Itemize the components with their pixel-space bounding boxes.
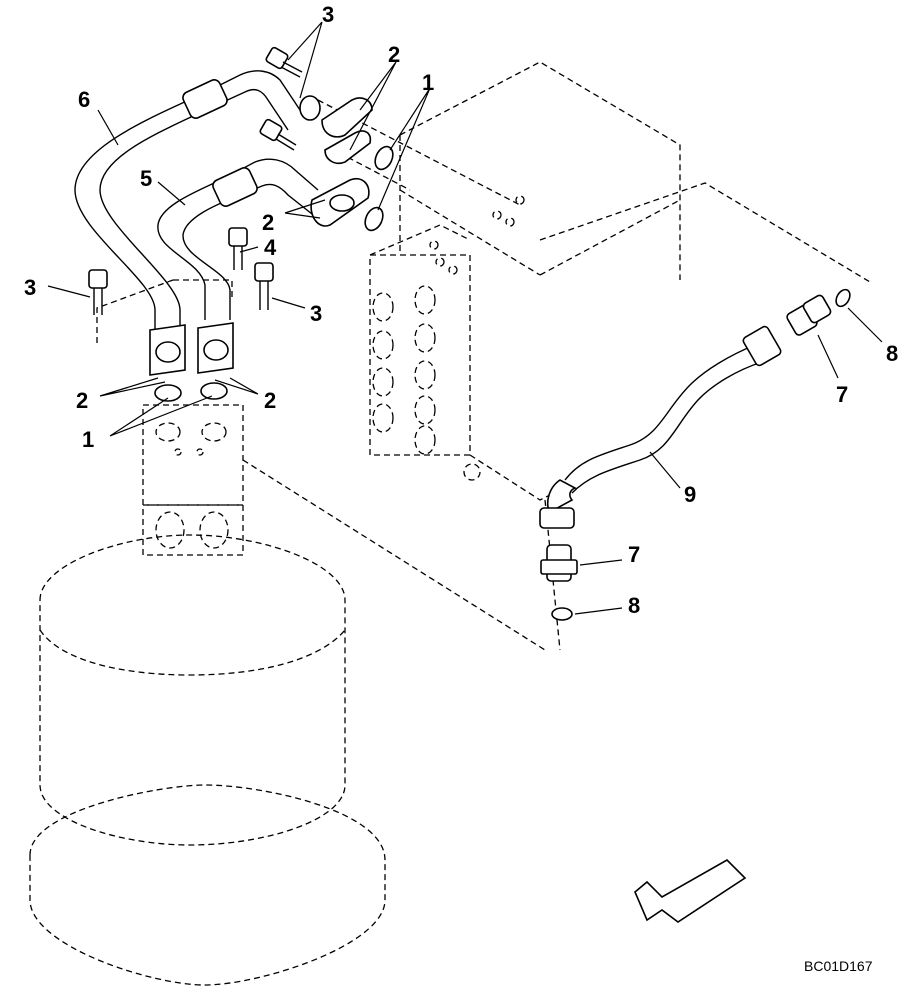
callout-2-left: 2 <box>76 388 88 413</box>
direction-arrow-icon <box>634 859 747 923</box>
hose-9 <box>539 325 782 529</box>
hose-6 <box>74 70 301 330</box>
callout-7-bottom: 7 <box>628 542 640 567</box>
callout-3-top: 3 <box>322 2 334 27</box>
callout-2-mid: 2 <box>262 210 274 235</box>
drawing-code: BC01D167 <box>804 958 873 974</box>
swing-motor-outline <box>29 534 386 986</box>
control-valve-block <box>369 61 871 651</box>
callout-6: 6 <box>78 87 90 112</box>
callout-3-right: 3 <box>310 301 322 326</box>
callout-8-bottom: 8 <box>628 593 640 618</box>
flange-5 <box>310 178 370 227</box>
hose-5 <box>157 158 319 320</box>
callout-2-top: 2 <box>388 42 400 67</box>
callout-8-top: 8 <box>886 341 898 366</box>
motor-manifold-block <box>142 404 244 556</box>
o-ring-8 <box>551 288 851 621</box>
leader-lines <box>47 21 883 615</box>
split-flange-lower <box>149 322 234 376</box>
callout-7-top: 7 <box>836 382 848 407</box>
o-ring-upper <box>299 95 394 232</box>
callout-2-right: 2 <box>264 388 276 413</box>
bolts <box>88 46 303 315</box>
o-ring-lower <box>154 382 228 402</box>
callout-1-top: 1 <box>422 70 434 95</box>
callout-5: 5 <box>140 166 152 191</box>
adapter-7 <box>540 294 832 582</box>
callout-3-left: 3 <box>24 275 36 300</box>
split-flange-upper <box>321 97 373 165</box>
callout-1-bottom: 1 <box>82 427 94 452</box>
callout-4: 4 <box>264 235 277 260</box>
callout-9: 9 <box>684 482 696 507</box>
callout-labels: 3 2 1 6 5 2 4 3 3 2 2 1 8 7 9 7 8 <box>24 2 898 618</box>
